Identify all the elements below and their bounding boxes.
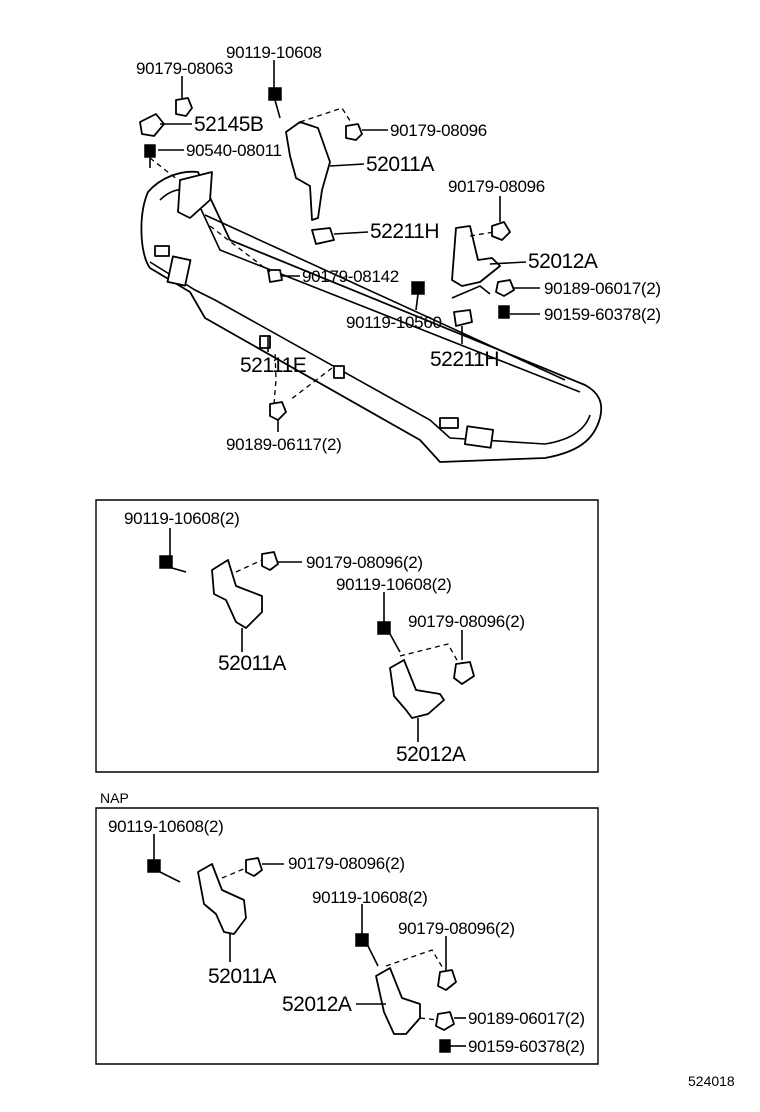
label-90119-10608: 90119-10608 [226, 43, 322, 62]
bumper-reflector-left [166, 255, 192, 287]
nut-90179-08063[interactable] [175, 97, 193, 117]
nap-label: NAP [100, 790, 129, 806]
nut-90189-06017[interactable] [495, 279, 515, 297]
label-90189-06117: 90189-06117(2) [226, 435, 342, 454]
label-90179-08096-right: 90179-08096 [448, 177, 545, 196]
label-90179-08063: 90179-08063 [136, 59, 233, 78]
nap-bolt-90159-60378[interactable] [439, 1039, 451, 1053]
mid-label-52012A: 52012A [396, 743, 466, 766]
mid-bracket-52012A[interactable] [389, 659, 445, 719]
label-90540-08011: 90540-08011 [186, 141, 282, 160]
label-52012A: 52012A [528, 250, 598, 273]
mid-label-52011A: 52011A [218, 652, 286, 675]
nap-label-90179-08096-b: 90179-08096(2) [398, 919, 515, 938]
nap-label-90119-10608-a: 90119-10608(2) [108, 817, 224, 836]
top-labels: 90119-10608 90179-08063 52145B 90540-080… [136, 43, 661, 454]
nap-nut-b[interactable] [437, 969, 457, 991]
spacer-52211H-bottom[interactable] [453, 309, 473, 327]
bolt-90119-10560[interactable] [411, 281, 425, 295]
figure-number: 524018 [688, 1073, 735, 1089]
nut-90179-08096-right[interactable] [491, 221, 511, 241]
label-52011A: 52011A [366, 153, 434, 176]
mid-label-90119-10608-b: 90119-10608(2) [336, 575, 452, 594]
mid-bolt-b[interactable] [377, 621, 391, 635]
top-hardware [139, 87, 515, 421]
bolt-90119-10608[interactable] [268, 87, 282, 101]
mid-nut-a[interactable] [261, 551, 279, 571]
mid-bolt-a[interactable] [159, 555, 173, 569]
nap-nut-a[interactable] [245, 857, 263, 877]
nap-bracket-52011A[interactable] [197, 863, 247, 935]
nap-label-90179-08096-a: 90179-08096(2) [288, 854, 405, 873]
bumper-bar-52111E[interactable] [140, 170, 603, 463]
bumper-reflector-right [463, 425, 495, 449]
spacer-52211H-top[interactable] [311, 227, 335, 245]
mid-label-90179-08096-a: 90179-08096(2) [306, 553, 423, 572]
bumper-slot-left [154, 245, 170, 257]
label-52211H-bottom: 52211H [430, 348, 499, 371]
nut-90179-08096-top[interactable] [345, 123, 363, 141]
label-90179-08142: 90179-08142 [302, 267, 399, 286]
mid-label-90179-08096-b: 90179-08096(2) [408, 612, 525, 631]
nap-label-90189-06017: 90189-06017(2) [468, 1009, 585, 1028]
nap-bracket-52012A[interactable] [375, 967, 421, 1035]
bumper-stud-2 [333, 365, 345, 379]
bracket-52012A[interactable] [451, 225, 501, 287]
mid-label-90119-10608-a: 90119-10608(2) [124, 509, 240, 528]
top-leaders [158, 60, 540, 432]
middle-variant-box: 90119-10608(2) 90179-08096(2) 90119-1060… [95, 499, 599, 773]
label-52111E: 52111E [240, 354, 307, 377]
bumper-left-mount [177, 171, 213, 219]
nut-90189-06117[interactable] [269, 401, 287, 421]
nap-label-90119-10608-b: 90119-10608(2) [312, 888, 428, 907]
nap-variant-box: NAP 90119-10608(2) 90179-08096(2) 90119-… [95, 790, 599, 1065]
label-90119-10560: 90119-10560 [346, 313, 442, 332]
nap-bolt-b[interactable] [355, 933, 369, 947]
nap-nut-90189-06017[interactable] [435, 1011, 455, 1031]
label-90159-60378: 90159-60378(2) [544, 305, 661, 324]
bracket-52145B[interactable] [139, 113, 165, 137]
mid-nut-b[interactable] [453, 661, 475, 685]
label-90179-08096-top: 90179-08096 [390, 121, 487, 140]
clip-90540-08011[interactable] [144, 144, 156, 158]
nap-label-90159-60378: 90159-60378(2) [468, 1037, 585, 1056]
nap-label-52012A: 52012A [282, 993, 352, 1016]
bumper-assembly [140, 170, 603, 463]
bumper-slot-right [439, 417, 459, 429]
nap-bolt-a[interactable] [147, 859, 161, 873]
label-52211H-top: 52211H [370, 220, 439, 243]
mid-bracket-52011A[interactable] [211, 559, 263, 629]
bolt-90159-60378[interactable] [498, 305, 510, 319]
label-52145B: 52145B [194, 113, 263, 136]
nut-90179-08142[interactable] [267, 269, 283, 283]
nap-label-52011A: 52011A [208, 965, 276, 988]
bumper-stud-1 [259, 335, 271, 349]
label-90189-06017: 90189-06017(2) [544, 279, 661, 298]
bracket-52011A[interactable] [285, 121, 331, 221]
